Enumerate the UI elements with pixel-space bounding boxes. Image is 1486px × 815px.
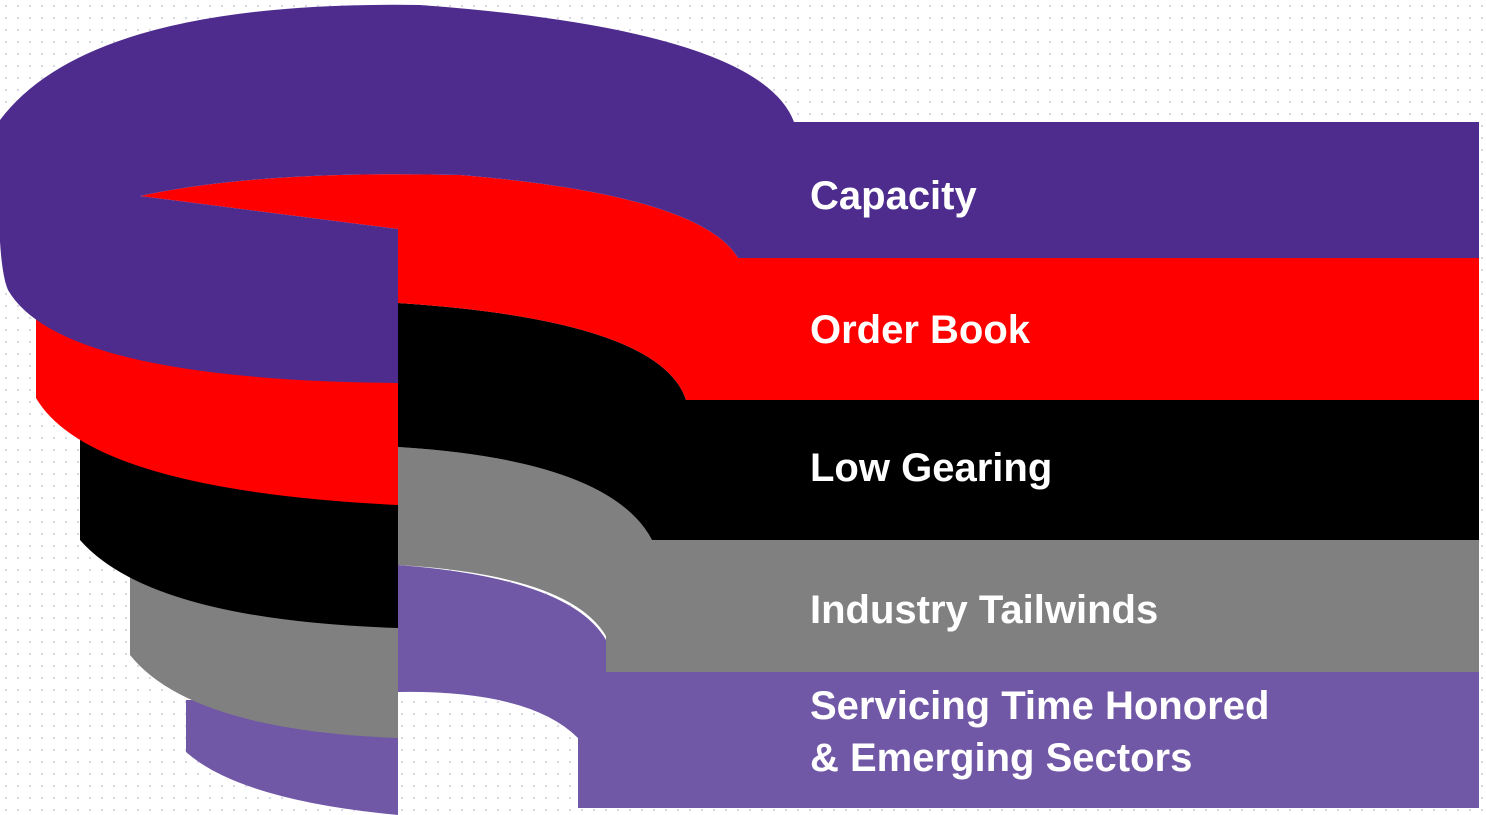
- layer-1-ring: [0, 4, 1479, 383]
- layer-label-low-gearing: Low Gearing: [810, 446, 1053, 490]
- layer-2-ring-inner: [140, 174, 1479, 400]
- layer-label-industry-tailwinds: Industry Tailwinds: [810, 588, 1159, 632]
- layer-4-ring-inner: [398, 447, 1479, 672]
- layer-label-order-book: Order Book: [810, 308, 1031, 352]
- layer-label-servicing-sectors: Servicing Time Honored & Emerging Sector…: [810, 680, 1269, 784]
- layer-label-servicing-line-2: & Emerging Sectors: [810, 736, 1193, 780]
- layer-label-servicing-line-1: Servicing Time Honored: [810, 684, 1270, 728]
- layer-label-capacity: Capacity: [810, 174, 977, 218]
- layer-3-ring-inner: [398, 303, 1479, 540]
- layer-5-ring-inner: [398, 565, 1479, 808]
